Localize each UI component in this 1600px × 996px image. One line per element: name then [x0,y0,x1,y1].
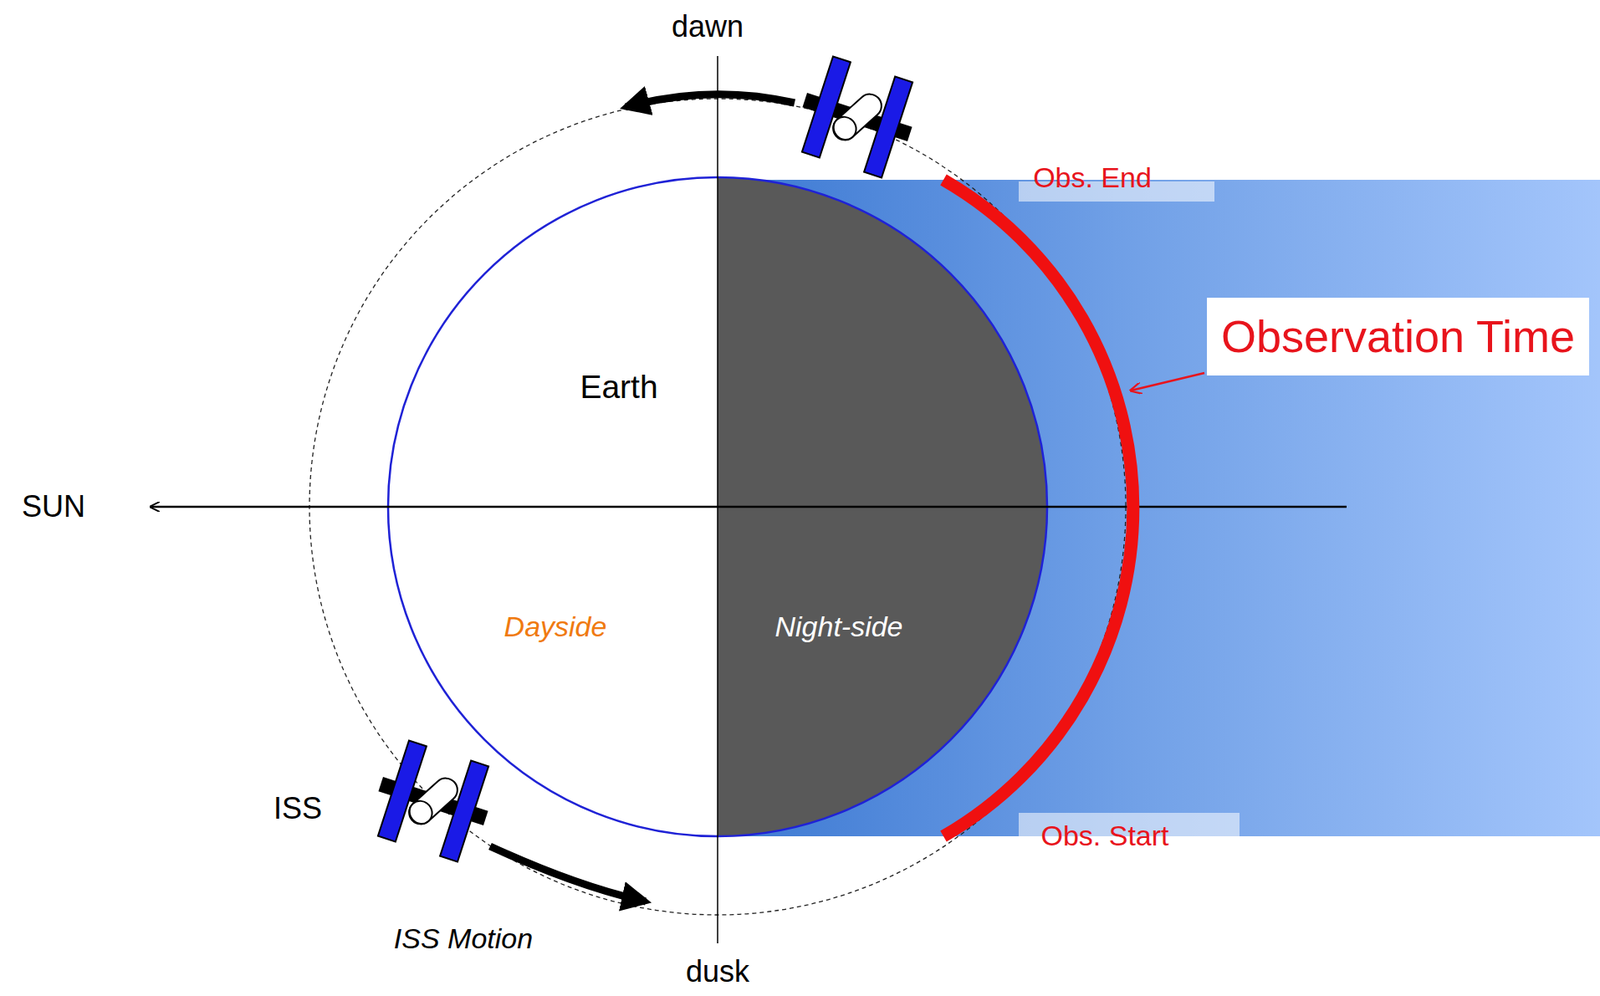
obs-start-label: Obs. Start [1040,819,1169,853]
dusk-label: dusk [685,954,750,989]
iss-icon [789,52,926,183]
sun-label: SUN [21,489,86,524]
iss-motion-label: ISS Motion [393,922,533,956]
observation-time-text: Observation Time [1218,309,1578,364]
dayside-label: Dayside [504,609,608,645]
terminator-axis [716,56,719,944]
earth-label: Earth [579,368,658,408]
iss-icon [365,736,502,867]
motion-arrow [625,94,795,108]
nightside-label: Night-side [774,609,903,645]
leader-line [1130,373,1205,391]
earth-node: EarthDayside Night-side [388,177,1048,837]
motion-arrow [490,846,646,902]
observation-arc [943,179,1134,837]
sun-direction-arrow [150,506,1347,509]
observation-time-box: Observation Time [1206,297,1590,376]
dawn-label: dawn [671,9,744,44]
iss-label: ISS [273,791,323,826]
obs-end-label: Obs. End [1032,161,1152,195]
